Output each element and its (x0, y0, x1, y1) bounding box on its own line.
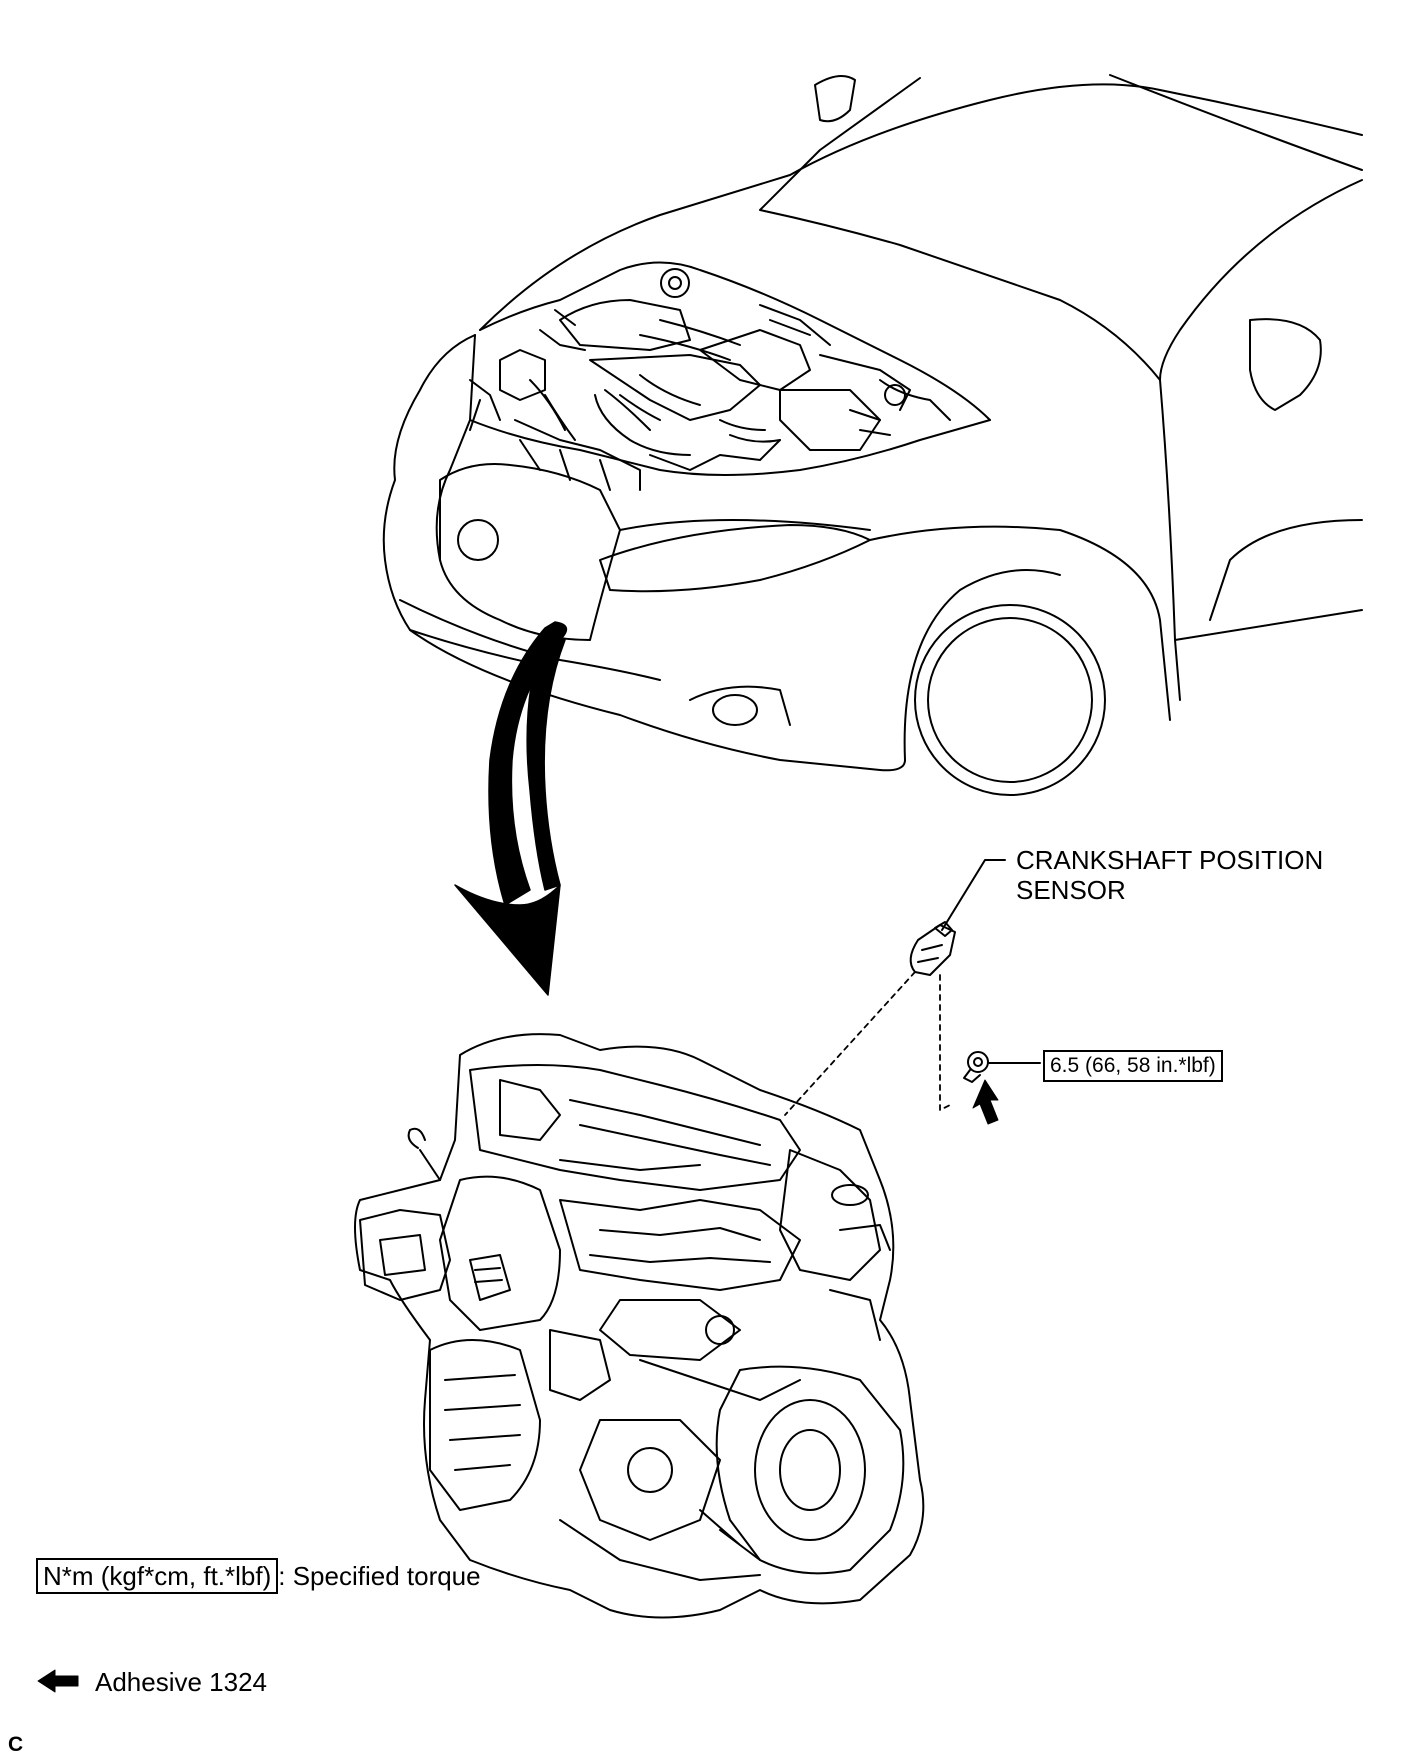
engine-drawing (354, 1033, 925, 1619)
bolt-drawing (963, 1051, 989, 1083)
torque-unit-box: N*m (kgf*cm, ft.*lbf) (36, 1558, 279, 1594)
figure-code: C (8, 1733, 24, 1756)
vehicle-drawing (382, 74, 1363, 796)
torque-legend-text: : Specified torque (278, 1561, 481, 1591)
crankshaft-position-sensor-drawing (909, 921, 956, 976)
adhesive-marker-arrow (972, 1079, 999, 1125)
leader-lines (941, 859, 1041, 1064)
torque-value-box: 6.5 (66, 58 in.*lbf) (1043, 1050, 1223, 1082)
sensor-label-line2: SENSOR (1016, 875, 1126, 905)
alignment-lines (784, 971, 951, 1116)
adhesive-legend-text: Adhesive 1324 (95, 1667, 268, 1697)
sensor-callout: CRANKSHAFT POSITION SENSOR (1016, 845, 1323, 905)
move-direction-arrow (454, 621, 568, 996)
sensor-label-line1: CRANKSHAFT POSITION (1016, 845, 1324, 875)
torque-legend: N*m (kgf*cm, ft.*lbf): Specified torque (36, 1558, 481, 1594)
legend-adhesive-arrow (37, 1669, 79, 1693)
